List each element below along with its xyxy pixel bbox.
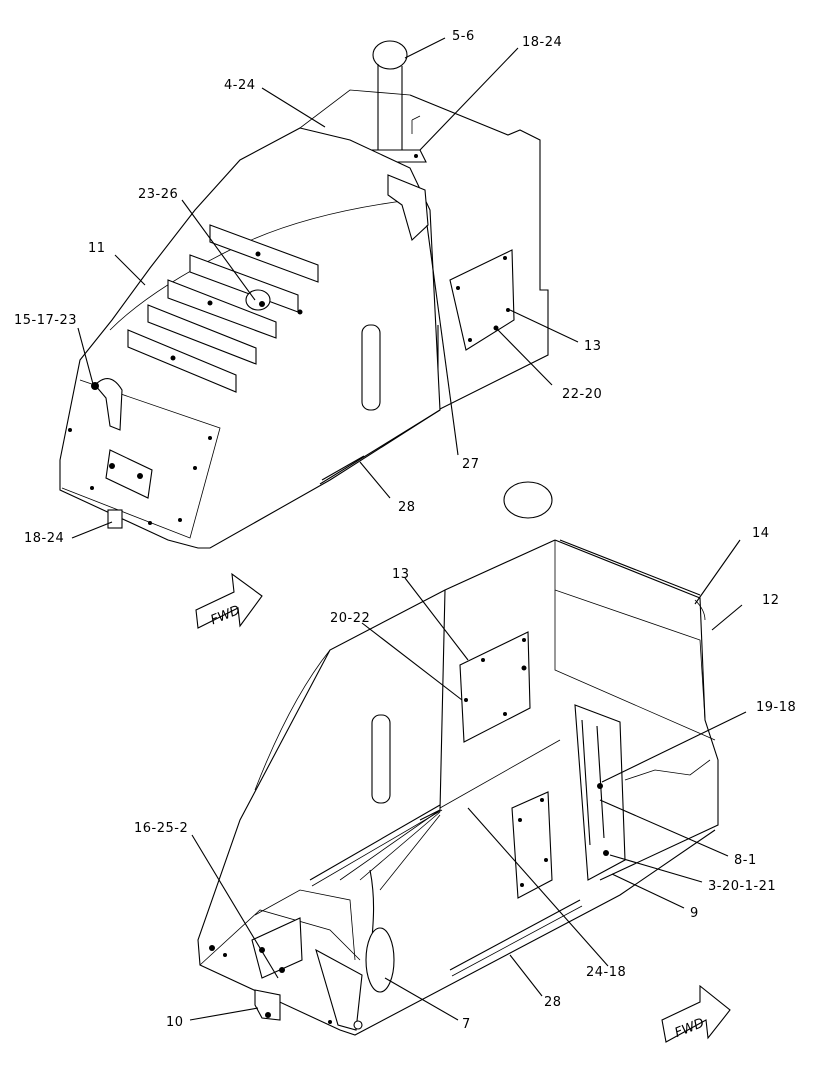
callout-label: 28 [544,995,562,1010]
callout-label: 4-24 [224,78,256,93]
front-grille-panel [61,379,221,539]
callout-label: 8-1 [734,853,757,868]
front-latch-bracket [254,989,281,1021]
callout-label: 11 [88,241,106,256]
callout-label: 14 [752,526,770,541]
callout-label: 20-22 [330,611,370,626]
side-slot-upper [361,324,381,411]
callout-label: 16-25-2 [134,821,188,836]
callout-labels: 5-6 18-24 4-24 23-26 11 15-17-23 13 22-2… [14,29,796,1032]
callout-label: 18-24 [24,531,64,546]
callout-label: 13 [584,339,602,354]
callout-label: 15-17-23 [14,313,77,328]
callout-label: 7 [462,1017,471,1032]
callout-label: 13 [392,567,410,582]
callout-label: 10 [166,1015,184,1030]
callout-label: 9 [690,906,699,921]
front-handle [105,449,153,499]
callout-label: 23-26 [138,187,178,202]
hinge-bracket [387,174,429,242]
callout-label: 19-18 [756,700,796,715]
lower-hood-assembly [197,481,719,1036]
callout-label: 27 [462,457,480,472]
callout-label: 5-6 [452,29,475,44]
leader-lines [71,37,747,1021]
side-panel-lower [419,539,556,821]
exhaust-stack [367,40,427,163]
callout-label: 28 [398,500,416,515]
exhaust-opening [503,481,553,519]
callout-label: 12 [762,593,780,608]
grille-louvers [127,224,319,393]
fwd-arrow-lower: FWD [661,984,731,1043]
side-slot-lower [371,714,391,804]
fwd-arrow-upper: FWD [195,572,263,629]
service-door-upper [449,249,515,351]
hood-upper [59,127,441,549]
upper-hood-assembly [59,40,549,549]
callout-label: 3-20-1-21 [708,879,776,894]
service-door-lower [459,631,531,743]
callout-label: 18-24 [522,35,562,50]
rear-side-panel [409,94,549,411]
callout-label: 24-18 [586,965,626,980]
callout-label: 22-20 [562,387,602,402]
